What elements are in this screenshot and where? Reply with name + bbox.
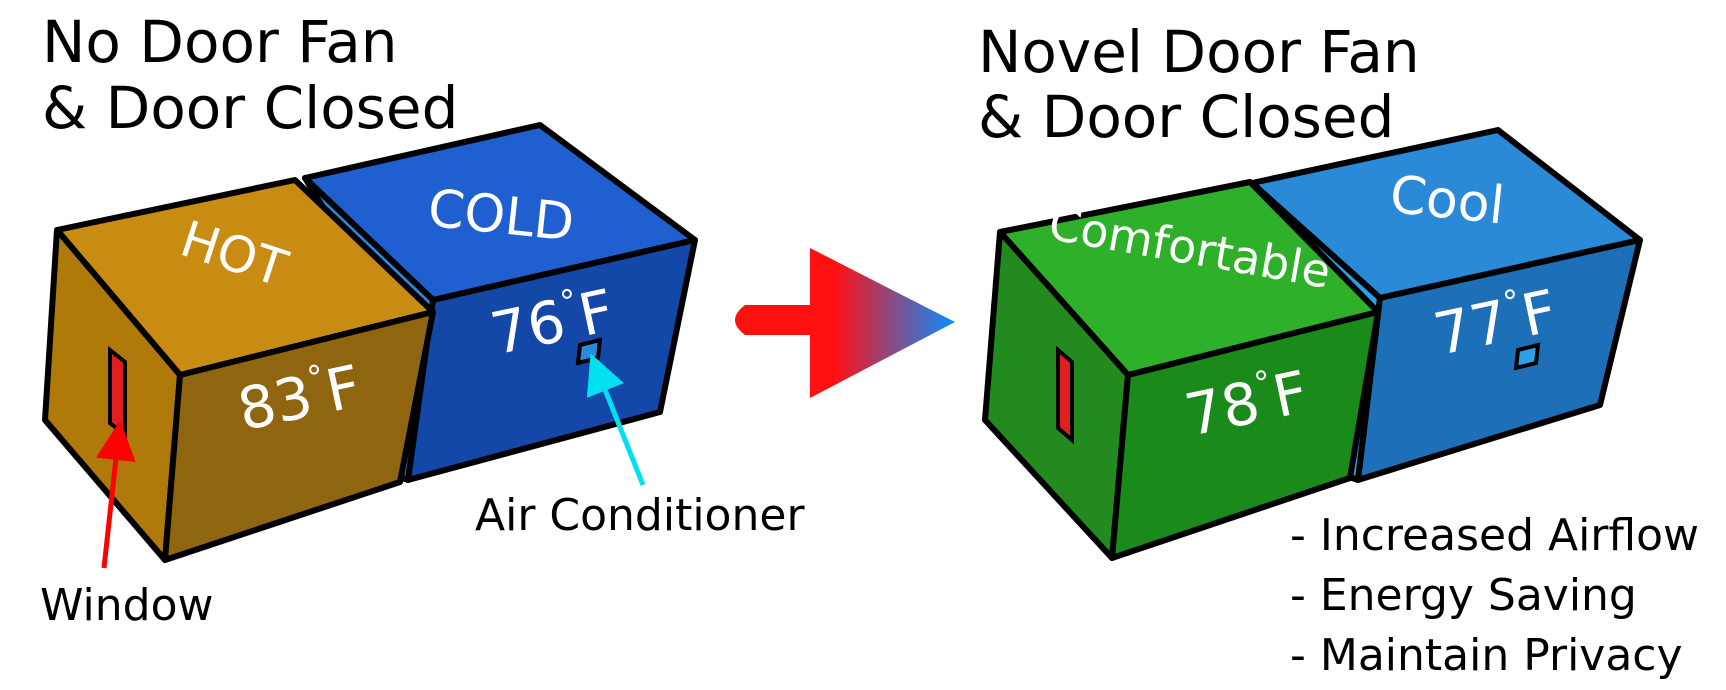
left-panel: No Door Fan & Door Closed COLD 76°F HOT … <box>40 8 805 631</box>
left-title-line2: & Door Closed <box>42 74 458 142</box>
red-to-blue-arrow-icon <box>735 248 955 398</box>
window-pointer-arrow <box>95 420 136 569</box>
hot-room: HOT 83°F <box>42 177 436 563</box>
ac-pointer-arrow <box>586 353 646 486</box>
hot-room-front <box>162 309 436 563</box>
degree-symbol: ° <box>557 281 581 321</box>
cool-room-temp: 77°F <box>1428 275 1563 369</box>
comfortable-room-front <box>1109 309 1381 561</box>
benefits-list: - Increased Airflow - Energy Saving - Ma… <box>1290 510 1699 681</box>
cold-room-front <box>405 237 698 483</box>
comfortable-room-temp: 78°F <box>1179 356 1314 450</box>
window-icon <box>1056 345 1074 445</box>
cool-room-front <box>1355 237 1643 483</box>
ac-label: Air Conditioner <box>475 490 805 541</box>
benefit-item: - Maintain Privacy <box>1290 630 1683 681</box>
degree-symbol: ° <box>304 357 328 397</box>
comfortable-room-temp-value: 78 <box>1179 368 1265 450</box>
right-panel: Novel Door Fan & Door Closed Cool 77°F C… <box>978 18 1699 681</box>
right-title-line1: Novel Door Fan <box>978 18 1420 86</box>
cool-room-label: Cool <box>1387 165 1507 237</box>
left-title-line1: No Door Fan <box>42 8 398 76</box>
benefit-item: - Energy Saving <box>1290 570 1637 621</box>
degree-symbol: ° <box>1500 282 1524 322</box>
cool-room-temp-value: 77 <box>1428 287 1514 369</box>
degree-symbol: ° <box>1251 363 1275 403</box>
cold-room-temp-value: 76 <box>485 286 571 368</box>
air-conditioner-icon <box>1513 342 1541 371</box>
hot-room-temp: 83°F <box>232 350 367 444</box>
air-conditioner-icon <box>575 337 603 366</box>
cold-room: COLD 76°F <box>302 122 698 483</box>
benefit-item: - Increased Airflow <box>1290 510 1699 561</box>
window-label: Window <box>40 580 214 631</box>
window-icon <box>108 345 127 440</box>
right-title-line2: & Door Closed <box>978 83 1394 151</box>
hot-room-temp-value: 83 <box>232 362 318 444</box>
